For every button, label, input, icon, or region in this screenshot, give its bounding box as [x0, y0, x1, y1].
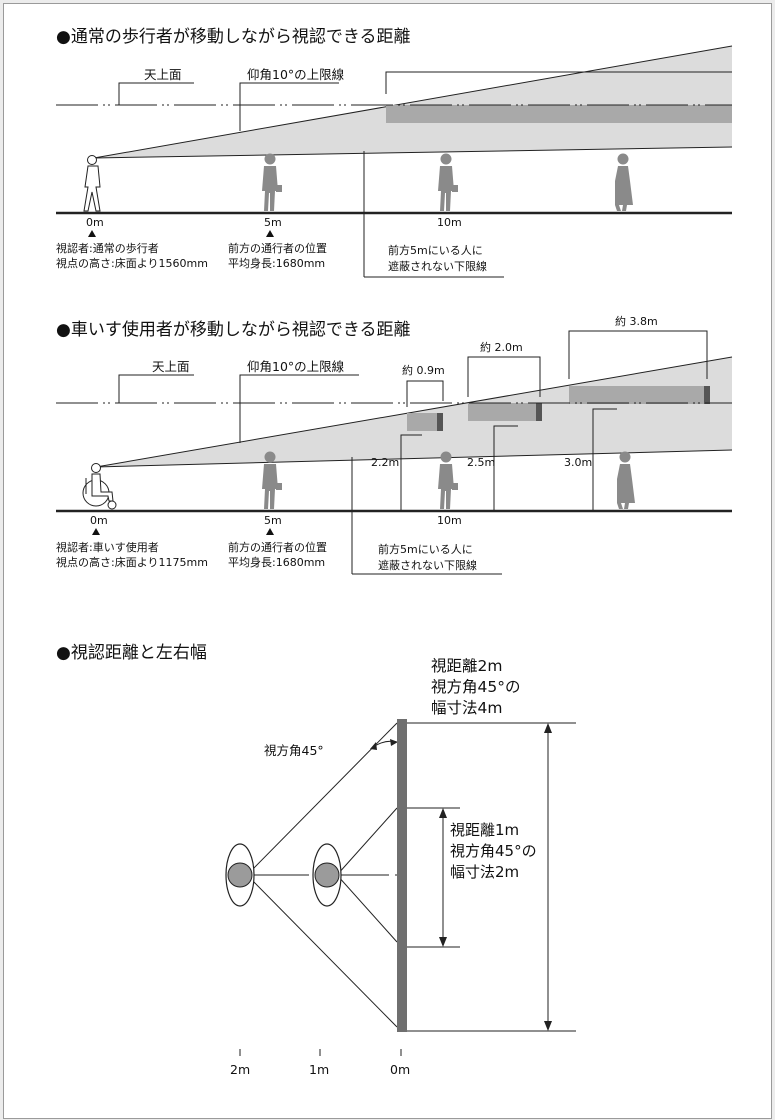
ceiling-label: 天上面	[144, 67, 182, 82]
wheelchair-viewer-figure	[82, 463, 117, 510]
arrow-head	[544, 723, 552, 733]
near-label-line2: 視方角45°の	[450, 842, 537, 860]
tick-0m: 0m	[90, 514, 108, 527]
position-marker	[88, 230, 96, 237]
position-marker	[266, 230, 274, 237]
sign-edge	[536, 403, 542, 421]
front-person-line1: 前方の通行者の位置	[228, 540, 327, 554]
distance-label-2m: 2m	[230, 1062, 250, 1077]
viewer-walker-figure	[83, 155, 101, 212]
tick-5m: 5m	[264, 514, 282, 527]
section-viewing-width: ●視認距離と左右幅 視距離2m 視方角45°の 幅寸法4m 視方角45°	[56, 643, 576, 1077]
lower-limit-line1: 前方5mにいる人に	[388, 243, 483, 257]
person-figure	[438, 153, 458, 211]
sign-area-0.9m	[407, 413, 437, 431]
sign-edge	[437, 413, 443, 431]
diagram-canvas: ●通常の歩行者が移動しながら視認できる距離 天上面 仰角10°の上限線 0m 5…	[56, 27, 733, 1077]
person-figure	[615, 153, 633, 211]
front-person-line2: 平均身長:1680mm	[228, 256, 325, 270]
viewer-line2: 視点の高さ:床面より1175mm	[56, 555, 208, 569]
viewer-1m-head	[314, 862, 340, 888]
front-person-line1: 前方の通行者の位置	[228, 241, 327, 255]
angle-label: 視方角45°	[264, 743, 324, 758]
position-marker	[92, 528, 100, 535]
viewer-2m-head	[227, 862, 253, 888]
arrow-head	[439, 808, 447, 818]
arrow-head	[544, 1021, 552, 1031]
height-label-3.0m: 3.0m	[564, 456, 592, 469]
far-label-line3: 幅寸法4m	[431, 699, 502, 717]
wall	[397, 719, 407, 1032]
section3-title: ●視認距離と左右幅	[56, 643, 207, 663]
viewer-line2: 視点の高さ:床面より1560mm	[56, 256, 208, 270]
far-label-line1: 視距離2m	[431, 657, 502, 675]
position-marker	[266, 528, 274, 535]
lower-limit-line2: 遮蔽されない下限線	[378, 558, 477, 572]
upper-limit-label: 仰角10°の上限線	[247, 359, 345, 374]
lower-limit-line1: 前方5mにいる人に	[378, 542, 473, 556]
height-marker	[493, 425, 518, 511]
sign-extent-line	[385, 71, 732, 94]
lower-limit-line2: 遮蔽されない下限線	[388, 259, 487, 273]
person-figure	[617, 451, 635, 509]
page: ●通常の歩行者が移動しながら視認できる距離 天上面 仰角10°の上限線 0m 5…	[3, 3, 772, 1119]
sight-line	[336, 807, 398, 876]
size-label-2.0m: 約 2.0m	[480, 340, 523, 354]
dimension-0.9m	[406, 380, 444, 407]
height-marker	[592, 408, 617, 511]
section-walker: ●通常の歩行者が移動しながら視認できる距離 天上面 仰角10°の上限線 0m 5…	[56, 27, 733, 278]
tick-5m: 5m	[264, 216, 282, 229]
dimension-3.8m	[568, 330, 708, 379]
height-label-2.5m: 2.5m	[467, 456, 495, 469]
tick-0m: 0m	[86, 216, 104, 229]
tick-10m: 10m	[437, 216, 462, 229]
ceiling-label: 天上面	[152, 359, 190, 374]
section-wheelchair: ●車いす使用者が移動しながら視認できる距離 天上面 仰角10°の上限線 約 0.…	[56, 314, 733, 575]
viewer-line1: 視認者:通常の歩行者	[56, 241, 159, 255]
sight-line	[336, 874, 398, 943]
sign-area	[386, 105, 732, 123]
front-person-line2: 平均身長:1680mm	[228, 555, 325, 569]
size-label-3.8m: 約 3.8m	[615, 314, 658, 328]
distance-label-0m: 0m	[390, 1062, 410, 1077]
upper-limit-line	[95, 356, 733, 468]
upper-limit-label: 仰角10°の上限線	[247, 67, 345, 82]
arrow-head	[439, 937, 447, 947]
sign-area-2.0m	[468, 403, 536, 421]
section2-title: ●車いす使用者が移動しながら視認できる距離	[56, 319, 411, 340]
height-marker	[400, 434, 422, 511]
section1-title: ●通常の歩行者が移動しながら視認できる距離	[56, 27, 411, 47]
sight-line	[246, 874, 398, 1028]
upper-limit-line	[93, 45, 733, 159]
viewer-line1: 視認者:車いす使用者	[56, 540, 159, 554]
distance-label-1m: 1m	[309, 1062, 329, 1077]
size-label-0.9m: 約 0.9m	[402, 363, 445, 377]
sign-area-3.8m	[569, 386, 704, 404]
upper-limit-leader	[239, 82, 339, 131]
lower-limit-line	[93, 146, 733, 159]
far-label-line2: 視方角45°の	[431, 678, 520, 696]
sign-edge	[704, 386, 710, 404]
upper-limit-leader	[239, 374, 359, 443]
front-person-figure	[262, 153, 282, 211]
person-figure	[438, 451, 458, 509]
ceiling-leader	[118, 374, 194, 403]
arrow-head	[370, 742, 377, 750]
arrow-head	[390, 739, 398, 746]
dimension-2.0m	[467, 356, 541, 397]
tick-10m: 10m	[437, 514, 462, 527]
ceiling-leader	[118, 82, 194, 105]
height-label-2.2m: 2.2m	[371, 456, 399, 469]
near-label-line1: 視距離1m	[450, 821, 519, 839]
near-label-line3: 幅寸法2m	[450, 863, 519, 881]
